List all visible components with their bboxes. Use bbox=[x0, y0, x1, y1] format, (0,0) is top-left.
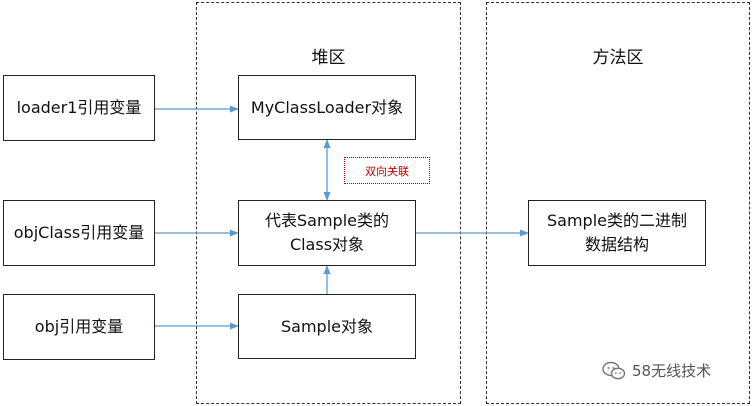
bidirectional-association-tag: 双向关联 bbox=[344, 157, 430, 184]
sample-object-label: Sample对象 bbox=[281, 316, 373, 336]
class-object-label-line1: 代表Sample类的 bbox=[265, 211, 389, 230]
loader1-variable-box: loader1引用变量 bbox=[3, 75, 155, 141]
binary-data-structure-box: Sample类的二进制 数据结构 bbox=[528, 200, 706, 266]
binary-data-label-line2: 数据结构 bbox=[584, 235, 649, 254]
myclassloader-object-box: MyClassLoader对象 bbox=[238, 75, 416, 140]
heap-region bbox=[196, 2, 461, 404]
class-object-box: 代表Sample类的 Class对象 bbox=[238, 200, 416, 266]
wechat-icon bbox=[602, 361, 626, 379]
myclassloader-object-label: MyClassLoader对象 bbox=[250, 97, 404, 117]
objclass-variable-label: objClass引用变量 bbox=[13, 223, 145, 242]
obj-variable-label: obj引用变量 bbox=[34, 317, 124, 336]
loader1-variable-label: loader1引用变量 bbox=[16, 98, 142, 117]
method-area-region-title: 方法区 bbox=[592, 48, 644, 68]
watermark: 58无线技术 bbox=[602, 360, 711, 381]
obj-variable-box: obj引用变量 bbox=[3, 294, 155, 360]
class-object-label-line2: Class对象 bbox=[289, 235, 365, 254]
method-area-region bbox=[486, 2, 750, 404]
heap-region-title: 堆区 bbox=[311, 48, 346, 68]
sample-object-box: Sample对象 bbox=[238, 294, 416, 359]
binary-data-label-line1: Sample类的二进制 bbox=[547, 211, 687, 230]
watermark-text: 58无线技术 bbox=[632, 362, 712, 380]
objclass-variable-box: objClass引用变量 bbox=[3, 200, 155, 266]
